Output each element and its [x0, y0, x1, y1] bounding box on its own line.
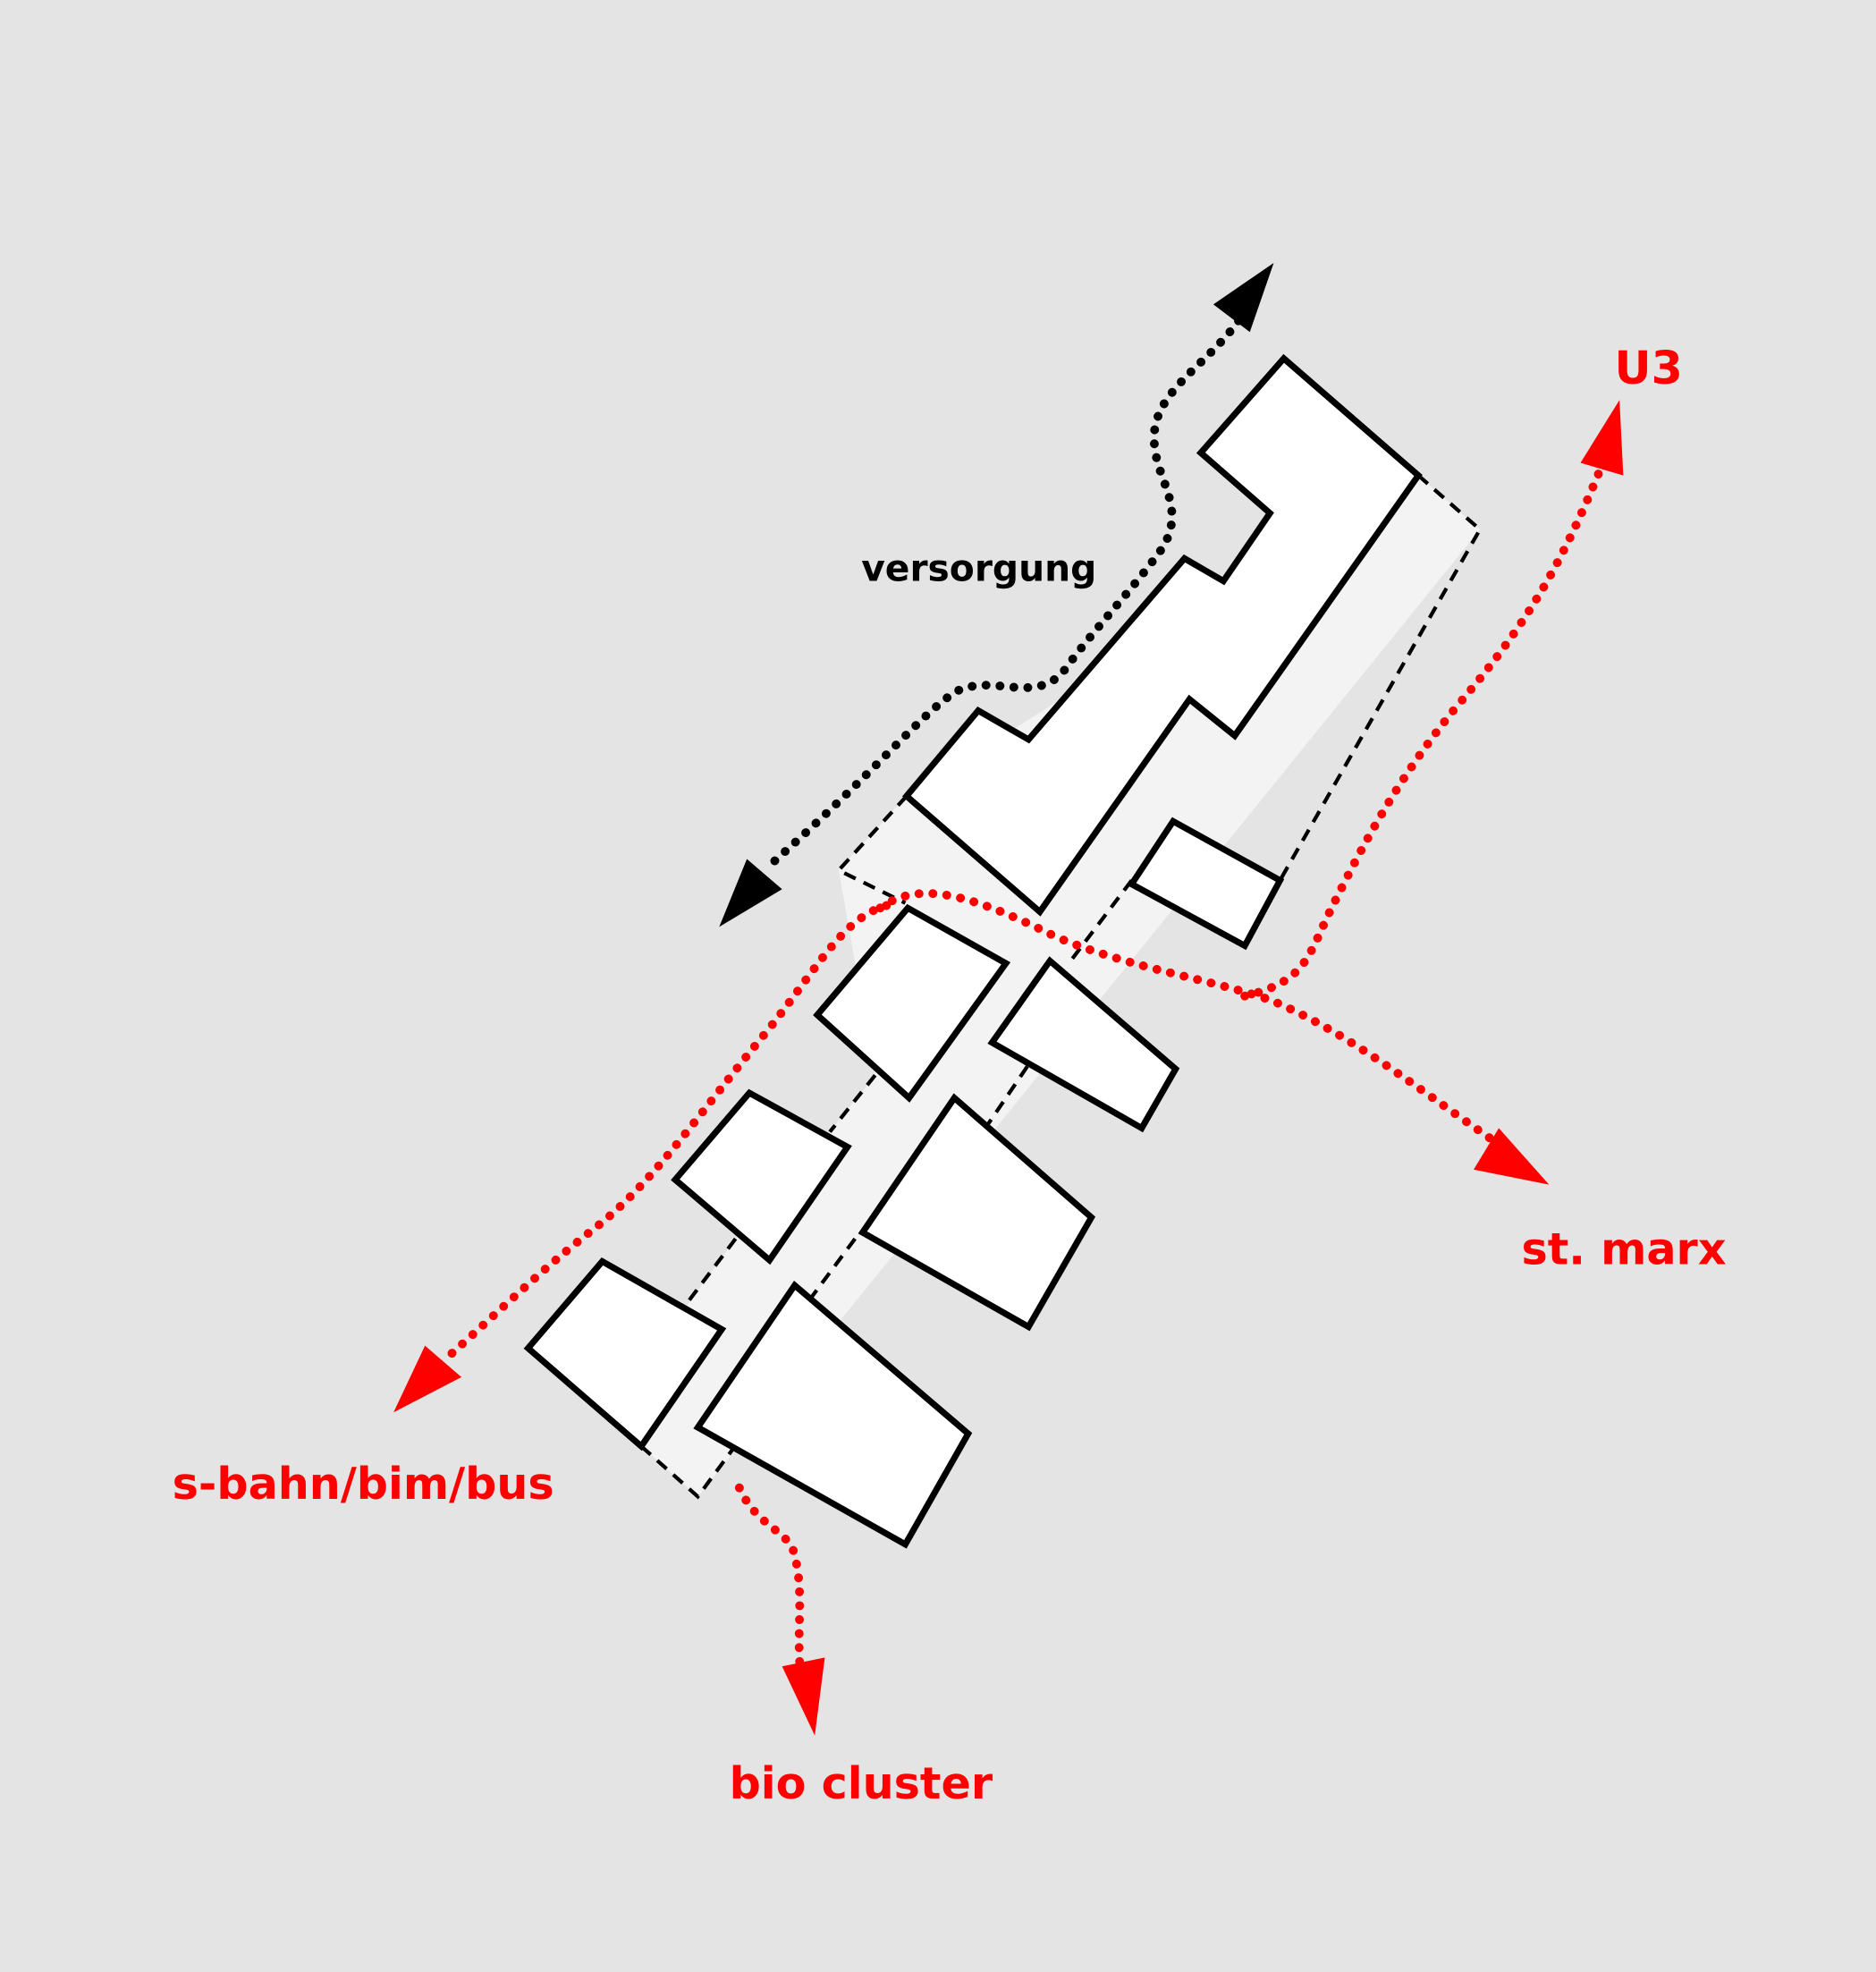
- label-s-bahn-bim-bus: s-bahn/bim/bus: [173, 1458, 554, 1510]
- building-4: [671, 1088, 852, 1265]
- building-7: [693, 1280, 973, 1549]
- plaza-dashed-outline: [639, 474, 1483, 1500]
- label-u3: U3: [1615, 342, 1683, 394]
- route-bio-cluster: [734, 1483, 805, 1667]
- main-building: [901, 353, 1423, 917]
- route-st-marx: [875, 889, 1495, 1143]
- arrowhead-bio-cluster-icon: [782, 1657, 825, 1736]
- red-routes: [393, 400, 1624, 1736]
- versorgung-route: [719, 262, 1274, 927]
- building-2: [813, 903, 1011, 1103]
- label-versorgung: versorgung: [861, 547, 1096, 590]
- building-1: [1127, 817, 1285, 951]
- arrowhead-u3-icon: [1580, 400, 1624, 476]
- arrowhead-st-marx-icon: [1474, 1128, 1550, 1185]
- arrowhead-s-bahn-icon: [393, 1345, 462, 1413]
- buildings: [523, 353, 1423, 1549]
- arrowhead-down-icon: [719, 859, 782, 927]
- building-5: [858, 1093, 1096, 1332]
- route-u3: [1240, 467, 1604, 1001]
- route-s-bahn: [442, 901, 892, 1363]
- label-bio-cluster: bio cluster: [730, 1757, 993, 1809]
- building-3: [987, 956, 1180, 1133]
- label-st-marx: st. marx: [1521, 1223, 1726, 1274]
- arrowhead-up-icon: [1213, 262, 1274, 333]
- building-6: [523, 1257, 727, 1451]
